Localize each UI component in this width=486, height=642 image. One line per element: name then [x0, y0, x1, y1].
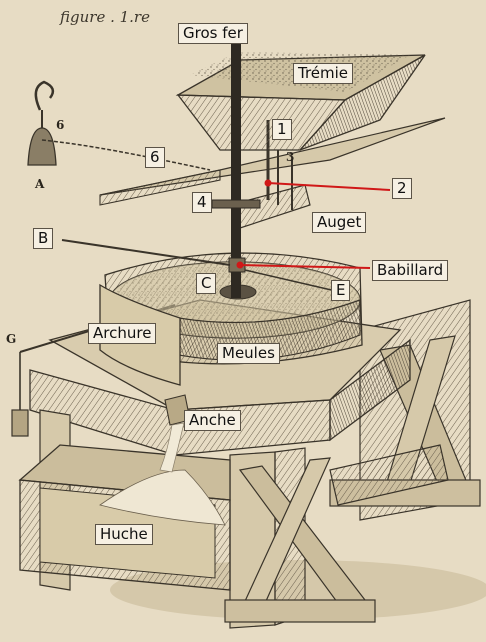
label-b: B — [33, 228, 54, 249]
label-c: C — [196, 273, 217, 294]
letter-a: A — [35, 177, 45, 191]
label-huche: Huche — [95, 524, 153, 545]
label-meules: Meules — [217, 343, 280, 364]
label-1: 1 — [272, 119, 292, 140]
table-frame — [329, 299, 481, 521]
callout-dot-babillard — [236, 261, 244, 269]
label-babillard: Babillard — [372, 260, 449, 281]
label-archure: Archure — [88, 323, 157, 344]
label-auget: Auget — [312, 212, 367, 233]
crossbar — [211, 199, 261, 209]
hopper-frame — [99, 117, 446, 229]
label-anche: Anche — [184, 410, 241, 431]
label-tremie: Trémie — [293, 63, 354, 84]
letter-six-small: 6 — [56, 118, 65, 132]
callout-dot-2 — [264, 179, 272, 187]
anche-chute — [159, 394, 191, 473]
e-pointer — [244, 269, 341, 293]
gros-fer-spindle — [231, 40, 241, 298]
callout-line-2 — [267, 182, 391, 191]
huche-chest — [18, 444, 231, 591]
millstone-assembly — [99, 252, 363, 386]
label-gros-fer: Gros fer — [178, 23, 248, 44]
letter-three-small: 3 — [286, 150, 295, 164]
label-2: 2 — [392, 178, 412, 199]
label-e: E — [331, 280, 351, 301]
b-rod — [61, 239, 231, 266]
figure-caption: figure . 1.re — [60, 8, 150, 26]
letter-g: G — [6, 332, 17, 346]
label-4: 4 — [192, 192, 212, 213]
callout-line-babillard — [239, 264, 371, 269]
label-6: 6 — [145, 147, 165, 168]
bell-assembly — [27, 80, 211, 171]
